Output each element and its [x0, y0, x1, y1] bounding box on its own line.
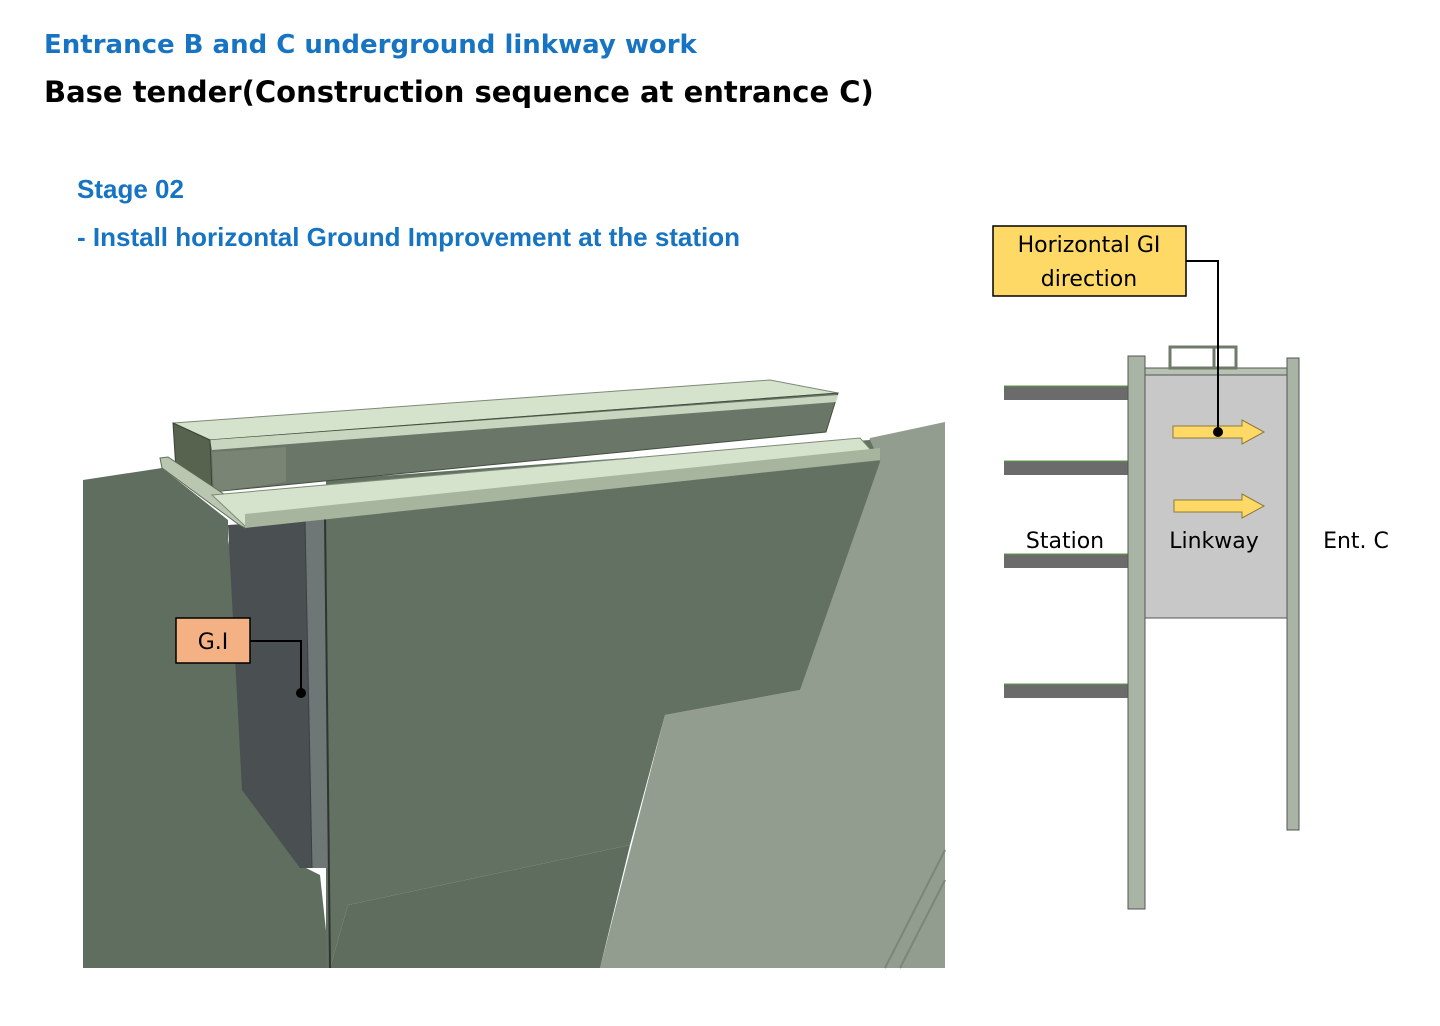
gi-callout-dot — [296, 688, 306, 698]
strut-2 — [1004, 461, 1128, 475]
gi-direction-dot — [1213, 427, 1223, 437]
gi-arrow-2 — [1173, 493, 1266, 519]
roof-beam-inner — [212, 447, 286, 492]
page-title: Entrance B and C underground linkway wor… — [44, 30, 697, 60]
transparent-panel-shade — [330, 845, 630, 968]
model-view: G.I — [83, 379, 946, 969]
soil-block-right — [600, 422, 945, 968]
station-label: Station — [1026, 529, 1104, 554]
plan-view: Horizontal GI direction Station Linkway … — [992, 225, 1389, 910]
soil-block-left — [83, 468, 330, 968]
gi-direction-label-line1: Horizontal GI — [1018, 233, 1161, 258]
entrance-c-label: Ent. C — [1323, 529, 1389, 554]
strut-4 — [1004, 684, 1128, 698]
stage-description: - Install horizontal Ground Improvement … — [77, 222, 741, 252]
soil-edge-line-2 — [899, 879, 946, 969]
linkway-area — [1144, 373, 1288, 619]
gi-callout-label: G.I — [198, 630, 229, 655]
gi-block — [228, 520, 312, 868]
wall-entrance-side — [1286, 357, 1300, 831]
stage-label: Stage 02 — [77, 174, 184, 204]
gi-direction-callout-box — [992, 225, 1187, 297]
linkway-label: Linkway — [1169, 529, 1259, 554]
pile-column — [305, 516, 328, 868]
strut-1 — [1004, 386, 1128, 400]
gi-direction-label-line2: direction — [1041, 267, 1137, 292]
gi-callout-box — [175, 617, 251, 664]
gi-direction-leader — [1186, 260, 1219, 432]
page-subtitle: Base tender(Construction sequence at ent… — [44, 75, 874, 109]
roof-beam-top-2 — [210, 395, 838, 450]
roof-fixture — [1168, 345, 1238, 370]
wall-station-side — [1127, 355, 1146, 910]
transparent-panel-front — [326, 440, 880, 968]
strut-3 — [1004, 554, 1128, 568]
gi-callout-leader — [250, 640, 302, 693]
slab-deck-edge — [245, 448, 880, 528]
soil-edge-line — [884, 849, 946, 969]
pile-edge — [324, 515, 331, 969]
